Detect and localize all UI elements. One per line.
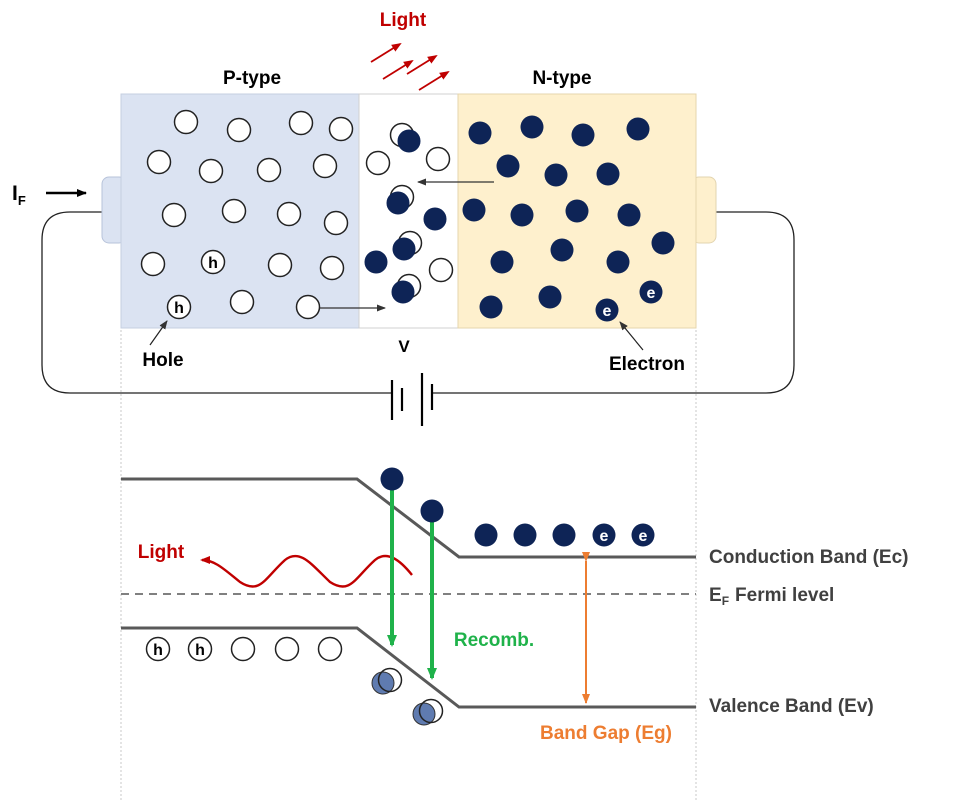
svg-text:h: h (153, 642, 163, 659)
battery-symbol (390, 373, 434, 426)
svg-text:h: h (208, 255, 218, 272)
electron-callout-label: Electron (609, 354, 685, 375)
hole-marker: h (200, 249, 226, 275)
svg-text:h: h (195, 642, 205, 659)
n-region-electrons (462, 115, 675, 319)
hole-callout-pointer (149, 320, 168, 346)
current-label: IF (12, 182, 26, 208)
voltage-label: V (398, 337, 410, 356)
svg-text:e: e (639, 528, 648, 545)
band-gap-label: Band Gap (Eg) (540, 723, 672, 744)
svg-text:e: e (600, 528, 609, 545)
svg-text:h: h (174, 300, 184, 317)
hole-callout-label: Hole (142, 350, 183, 371)
valence-band-label: Valence Band (Ev) (709, 696, 874, 717)
electron-marker: e (595, 298, 619, 322)
n-type-label: N-type (532, 68, 591, 89)
valence-holes (230, 636, 343, 662)
light-wave (200, 554, 413, 588)
p-region-holes (140, 109, 354, 320)
electron-marker: e (639, 280, 663, 304)
conduction-band-label: Conduction Band (Ec) (709, 547, 908, 568)
circuit-wire (41, 211, 795, 394)
electron-marker: e (592, 523, 616, 547)
p-type-label: P-type (223, 68, 281, 89)
svg-text:e: e (647, 285, 656, 302)
electron-callout-pointer (619, 321, 644, 351)
electron-marker: e (631, 523, 655, 547)
recombination-label: Recomb. (454, 630, 534, 651)
hole-marker: h (187, 636, 213, 662)
hole-marker: h (166, 294, 192, 320)
conduction-electrons (380, 467, 576, 547)
svg-text:e: e (603, 303, 612, 320)
recombined-pairs (371, 667, 444, 726)
light-emission-label: Light (380, 10, 427, 31)
conduction-band-line (121, 477, 696, 559)
light-emission-arrows (370, 42, 450, 91)
band-light-label: Light (138, 542, 185, 563)
depletion-electrons (364, 129, 447, 304)
hole-marker: h (145, 636, 171, 662)
valence-band-line (121, 626, 696, 709)
